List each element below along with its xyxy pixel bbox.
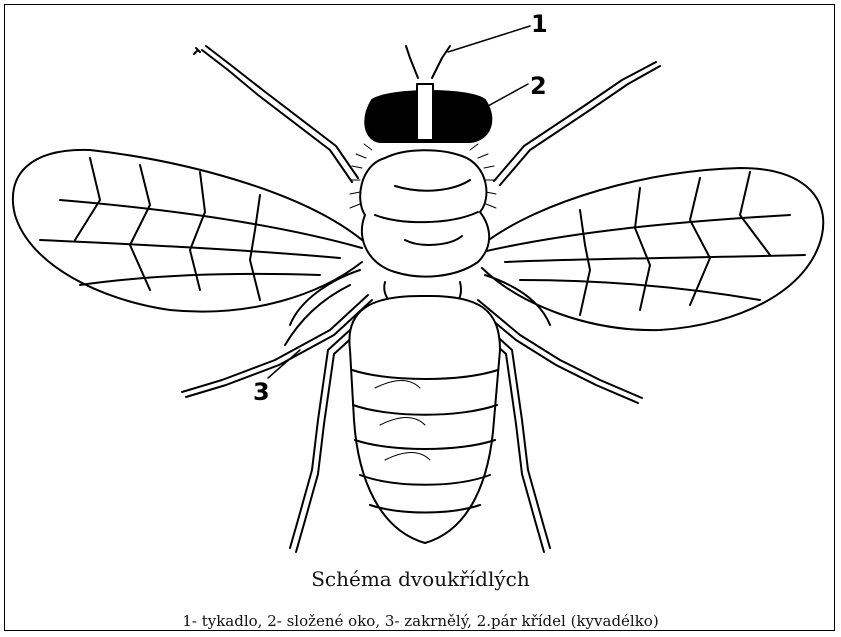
antennae	[406, 46, 450, 78]
left-hind-leg	[290, 330, 356, 552]
label-1: 1	[531, 10, 548, 38]
leader-line-2	[488, 84, 528, 106]
diagram-caption: 1- tykadlo, 2- složené oko, 3- zakrnělý,…	[0, 612, 841, 630]
right-haltere	[485, 275, 550, 325]
diagram-title: Schéma dvoukřídlých	[0, 567, 841, 591]
right-front-leg	[494, 62, 660, 185]
label-2: 2	[530, 72, 547, 100]
leader-line-1	[448, 26, 530, 52]
label-3: 3	[253, 378, 270, 406]
right-wing	[482, 168, 823, 330]
abdomen	[349, 296, 500, 543]
left-front-leg	[194, 46, 358, 182]
left-wing	[13, 150, 362, 312]
head	[365, 84, 491, 142]
thorax	[350, 144, 496, 277]
